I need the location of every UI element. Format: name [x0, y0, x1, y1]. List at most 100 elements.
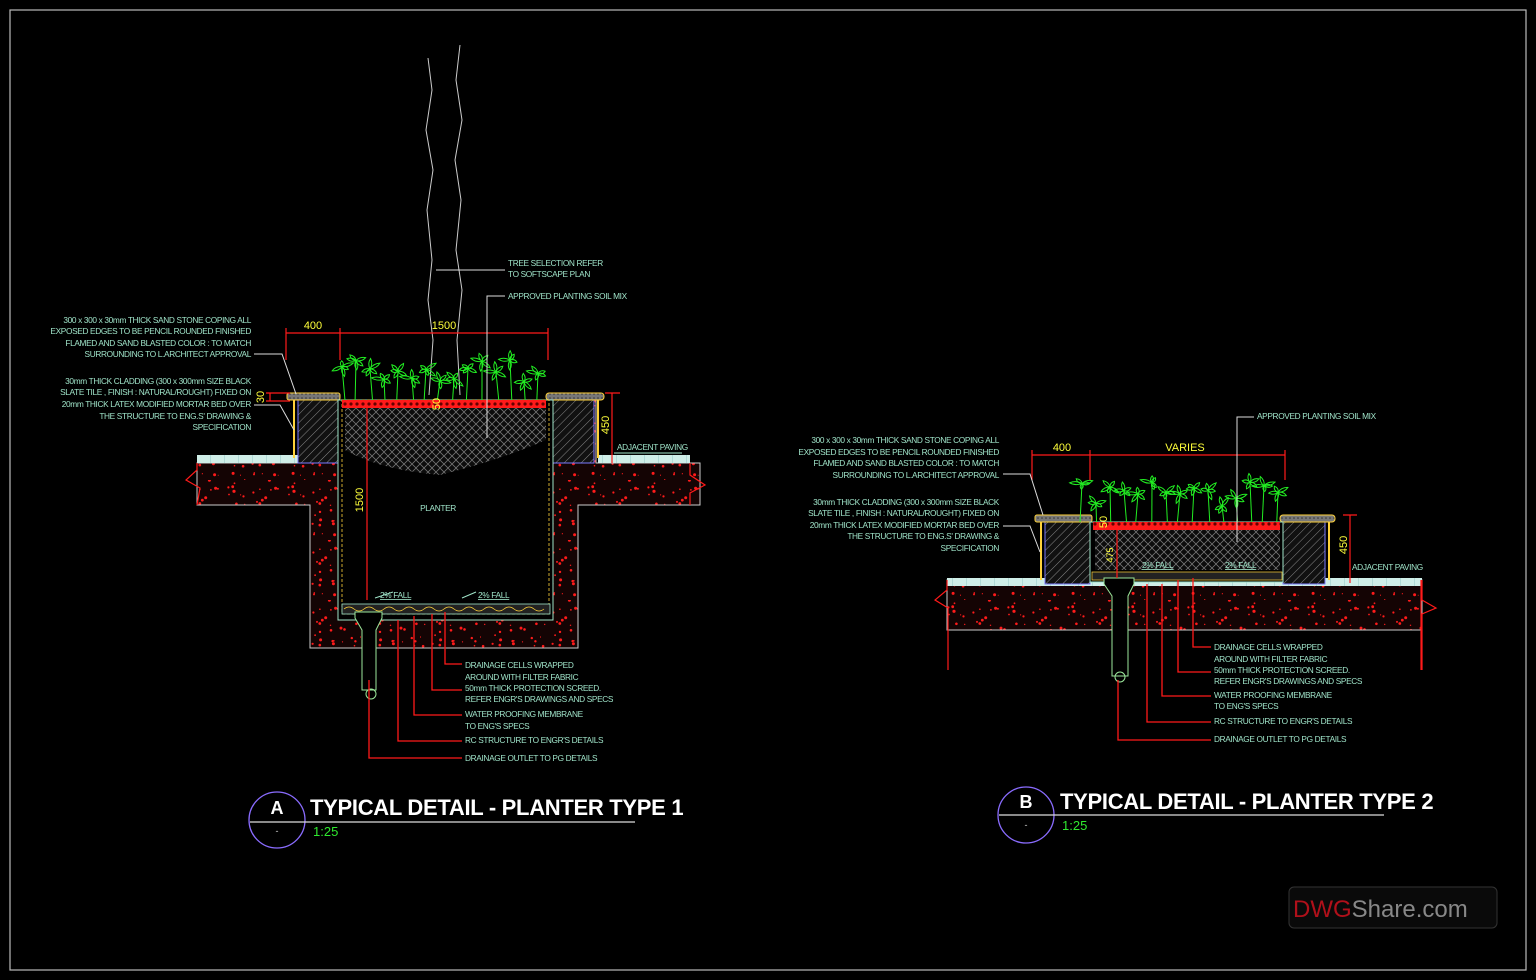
- coping-note-line: FLAMED AND SAND BLASTED COLOR : TO MATCH: [65, 338, 251, 348]
- cladding-note-line: SPECIFICATION: [193, 422, 252, 432]
- cladding-note-line: SPECIFICATION: [941, 543, 1000, 553]
- plant-leaf: [534, 373, 540, 381]
- adjacent-paving-left: [197, 455, 298, 463]
- dimension-line-top: [1031, 450, 1286, 480]
- detail-title: TYPICAL DETAIL - PLANTER TYPE 1: [310, 795, 683, 820]
- drainage-note-line: DRAINAGE CELLS WRAPPED: [465, 660, 574, 670]
- plant-stem: [452, 378, 455, 401]
- drainage-note-line: DRAINAGE OUTLET TO PG DETAILS: [465, 753, 598, 763]
- plant-leaf: [398, 375, 413, 380]
- plant-stem: [1249, 482, 1253, 523]
- plant-leaf: [458, 366, 469, 372]
- fall-label-2: 2% FALL: [1225, 560, 1257, 570]
- plant-leaf: [509, 359, 518, 364]
- watermark-box: [1288, 886, 1498, 929]
- soil-note: APPROVED PLANTING SOIL MIX: [1257, 411, 1377, 421]
- coping-note-line: SURROUNDING TO L.ARCHITECT APPROVAL: [833, 470, 1000, 480]
- title-a: A - TYPICAL DETAIL - PLANTER TYPE 1 1:25: [248, 791, 684, 849]
- plant-leaf: [341, 362, 355, 368]
- planter-wall-right: [1282, 521, 1326, 585]
- leader-cladding: [1003, 525, 1041, 553]
- tree-trunk-left: [425, 57, 434, 396]
- fall-label-2: 2% FALL: [478, 590, 510, 600]
- plant-leaf: [411, 375, 420, 380]
- coping-note-line: EXPOSED EDGES TO BE PENCIL ROUNDED FINIS…: [50, 326, 251, 336]
- drainage-leaders: [1117, 578, 1211, 741]
- plant-leaf: [1241, 479, 1251, 484]
- plant-stem: [1207, 490, 1211, 523]
- coping-note-line: 300 x 300 x 30mm THICK SAND STONE COPING…: [63, 315, 251, 325]
- drainage-note-line: REFER ENGR'S DRAWINGS AND SPECS: [1214, 676, 1363, 686]
- leader-coping: [1003, 473, 1044, 516]
- plant-leaf: [420, 365, 427, 370]
- top-soil-layer: [1093, 522, 1280, 530]
- plant-leaf: [1230, 488, 1237, 499]
- cladding-note-line: SLATE TILE , FINISH : NATURAL/ROUGHT) FI…: [808, 508, 999, 518]
- dim-height: 450: [600, 416, 612, 434]
- plant-stem: [465, 368, 469, 401]
- plant-leaf: [331, 366, 343, 372]
- cladding-note: 30mm THICK CLADDING (300 x 300mm SIZE BL…: [808, 497, 1000, 553]
- plant-leaf: [1263, 483, 1274, 488]
- plant-leaf: [495, 371, 507, 378]
- detail-b: 400 VARIES 50 450 475 2% FALL 2% FALL AP…: [798, 411, 1438, 844]
- drainage-cells: [341, 603, 551, 615]
- coping-left: [286, 392, 341, 401]
- dim-left: 400: [304, 320, 322, 332]
- plant-leaf: [1150, 482, 1156, 491]
- planter-wall-left: [297, 399, 339, 464]
- plant-leaf: [1151, 477, 1157, 484]
- plant-leaf: [1166, 490, 1181, 495]
- plant-leaf: [438, 380, 443, 390]
- cladding-note-line: THE STRUCTURE TO ENG.S' DRAWING &: [99, 411, 251, 421]
- plant-leaf: [531, 365, 539, 374]
- plant-leaf: [1251, 483, 1265, 488]
- detail-title: TYPICAL DETAIL - PLANTER TYPE 2: [1060, 789, 1433, 814]
- plant-leaf: [1081, 479, 1094, 485]
- plant-leaf: [1207, 482, 1217, 491]
- plant-leaf: [1179, 489, 1188, 495]
- plant-leaf: [383, 374, 391, 380]
- plant-leaf: [453, 372, 459, 380]
- plant-leaf: [507, 359, 512, 371]
- plant-leaf: [481, 354, 489, 362]
- drainage-note-line: WATER PROOFING MEMBRANE: [1214, 690, 1333, 700]
- plant-stem: [436, 380, 441, 401]
- break-line-right: [1421, 580, 1438, 670]
- break-line-right: [689, 463, 707, 505]
- dim-coping-line: [266, 392, 290, 402]
- plant-leaf: [346, 357, 357, 362]
- plant-leaf: [349, 354, 357, 362]
- plant-leaf: [467, 363, 474, 369]
- plant-leaf: [481, 360, 492, 369]
- plant-leaf: [390, 368, 399, 373]
- drainage-note-line: DRAINAGE CELLS WRAPPED: [1214, 642, 1323, 652]
- plant-leaf: [1131, 493, 1139, 503]
- plant-leaf: [355, 356, 367, 362]
- plant-stem: [523, 381, 526, 401]
- plant-stem: [536, 373, 539, 401]
- dim-height-line: [1343, 514, 1357, 583]
- plant-stem: [1221, 505, 1225, 523]
- drainage-note-line: RC STRUCTURE TO ENGR'S DETAILS: [465, 735, 604, 745]
- cladding-note-line: THE STRUCTURE TO ENG.S' DRAWING &: [847, 531, 999, 541]
- drainage-outlet-end: [1114, 671, 1126, 683]
- plant-leaf: [467, 367, 478, 373]
- plant-leaf: [354, 360, 359, 371]
- drainage-outlet: [354, 611, 383, 691]
- plant-leaf: [1214, 505, 1223, 511]
- plant-leaf: [379, 372, 385, 380]
- plant-leaf: [397, 370, 408, 377]
- plant-leaf: [1075, 478, 1083, 484]
- plant-leaf: [469, 357, 483, 363]
- tree-note-2: TO SOFTSCAPE PLAN: [508, 269, 590, 279]
- drainage-note-line: DRAINAGE OUTLET TO PG DETAILS: [1214, 734, 1347, 744]
- dim-coping: 30: [255, 391, 267, 403]
- plant-leaf: [508, 349, 513, 361]
- plants-a: [331, 349, 547, 401]
- detail-sheet: -: [276, 826, 279, 836]
- drainage-note-line: 50mm THICK PROTECTION SCREED.: [1214, 665, 1350, 675]
- plant-leaf: [537, 372, 547, 377]
- plant-stem: [354, 360, 357, 401]
- drainage-note-line: TO ENG'S SPECS: [1214, 701, 1279, 711]
